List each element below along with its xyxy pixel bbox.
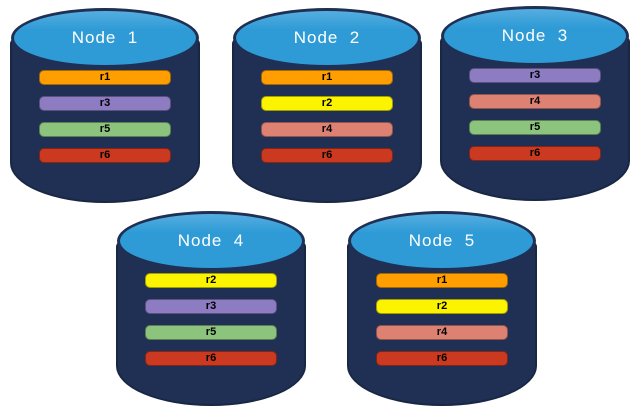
- cylinder-top: Node 3: [441, 6, 629, 66]
- cylinder-body: [116, 241, 306, 406]
- db-node-2: Node 2 r1 r2 r4 r6: [232, 8, 422, 203]
- cylinder-body: [347, 241, 537, 406]
- replica-list: r2 r3 r5 r6: [116, 273, 306, 366]
- cylinder-top: Node 1: [11, 8, 199, 68]
- db-node-5: Node 5 r1 r2 r4 r6: [347, 211, 537, 406]
- replica-bar: r2: [145, 273, 277, 288]
- db-node-3: Node 3 r3 r4 r5 r6: [440, 6, 630, 201]
- cylinder-top: Node 5: [348, 211, 536, 271]
- node-title: Node 2: [293, 28, 361, 47]
- replica-bar: r6: [376, 351, 508, 366]
- replica-bar: r3: [39, 96, 171, 111]
- replica-bar: r6: [261, 148, 393, 163]
- replica-list: r1 r3 r5 r6: [10, 70, 200, 163]
- cylinder-top: Node 2: [233, 8, 421, 68]
- replica-bar: r5: [39, 122, 171, 137]
- replica-bar: r1: [376, 273, 508, 288]
- db-node-4: Node 4 r2 r3 r5 r6: [116, 211, 306, 406]
- replica-bar: r2: [261, 96, 393, 111]
- replica-bar: r5: [145, 325, 277, 340]
- replica-bar: r1: [39, 70, 171, 85]
- replica-list: r3 r4 r5 r6: [440, 68, 630, 161]
- replica-bar: r6: [469, 146, 601, 161]
- replica-bar: r4: [376, 325, 508, 340]
- cylinder-top: Node 4: [117, 211, 305, 271]
- db-node-1: Node 1 r1 r3 r5 r6: [10, 8, 200, 203]
- replica-list: r1 r2 r4 r6: [232, 70, 422, 163]
- replica-bar: r2: [376, 299, 508, 314]
- replica-bar: r5: [469, 120, 601, 135]
- replica-bar: r3: [145, 299, 277, 314]
- replica-bar: r1: [261, 70, 393, 85]
- replica-bar: r6: [39, 148, 171, 163]
- node-title: Node 5: [408, 231, 476, 250]
- node-title: Node 1: [71, 28, 139, 47]
- replica-bar: r6: [145, 351, 277, 366]
- replica-list: r1 r2 r4 r6: [347, 273, 537, 366]
- node-title: Node 4: [177, 231, 245, 250]
- replica-bar: r4: [469, 94, 601, 109]
- replica-bar: r3: [469, 68, 601, 83]
- replica-bar: r4: [261, 122, 393, 137]
- node-title: Node 3: [501, 26, 569, 45]
